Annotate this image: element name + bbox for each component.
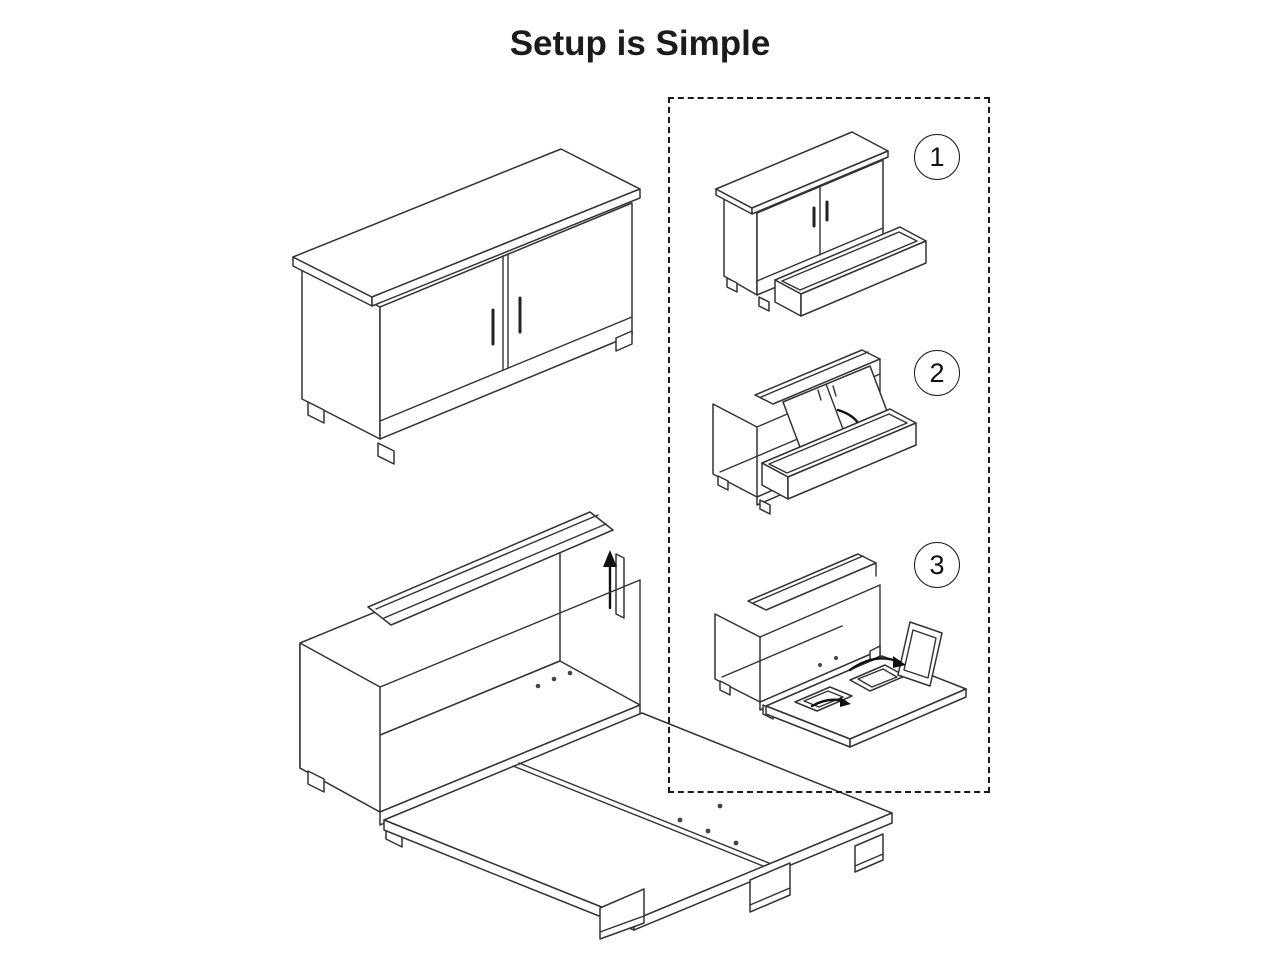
page-title: Setup is Simple bbox=[509, 24, 771, 63]
cabinet-feet bbox=[307, 330, 633, 465]
opened-bed-illustration bbox=[299, 511, 893, 940]
front-panel-folding-illustration bbox=[712, 349, 917, 515]
bed-deck bbox=[383, 712, 893, 931]
shell-front-edges bbox=[379, 579, 641, 706]
raised-top-panel bbox=[367, 511, 625, 626]
back-panel bbox=[747, 553, 877, 611]
cabinet-top-slab bbox=[715, 131, 889, 215]
back-panel bbox=[754, 349, 881, 405]
lift-arrow-icon bbox=[603, 550, 617, 610]
step-1-badge: 1 bbox=[914, 134, 960, 180]
bed-legs bbox=[599, 833, 884, 940]
step-2-badge: 2 bbox=[914, 350, 960, 396]
drawer-tray bbox=[761, 408, 917, 500]
step-3-badge: 3 bbox=[914, 542, 960, 588]
deck-frame-sections bbox=[794, 621, 943, 712]
steps-panel-frame bbox=[668, 97, 990, 793]
unfold-arrow-icon bbox=[810, 656, 906, 708]
cabinet-drawer-open-illustration bbox=[715, 131, 927, 317]
closed-cabinet-illustration bbox=[292, 148, 641, 465]
cabinet-body bbox=[723, 159, 884, 296]
cabinet-top-slab bbox=[292, 148, 641, 307]
bed-platform-unfolding-illustration bbox=[714, 553, 967, 748]
drawer-tray bbox=[774, 226, 927, 317]
cabinet-body bbox=[301, 202, 633, 440]
